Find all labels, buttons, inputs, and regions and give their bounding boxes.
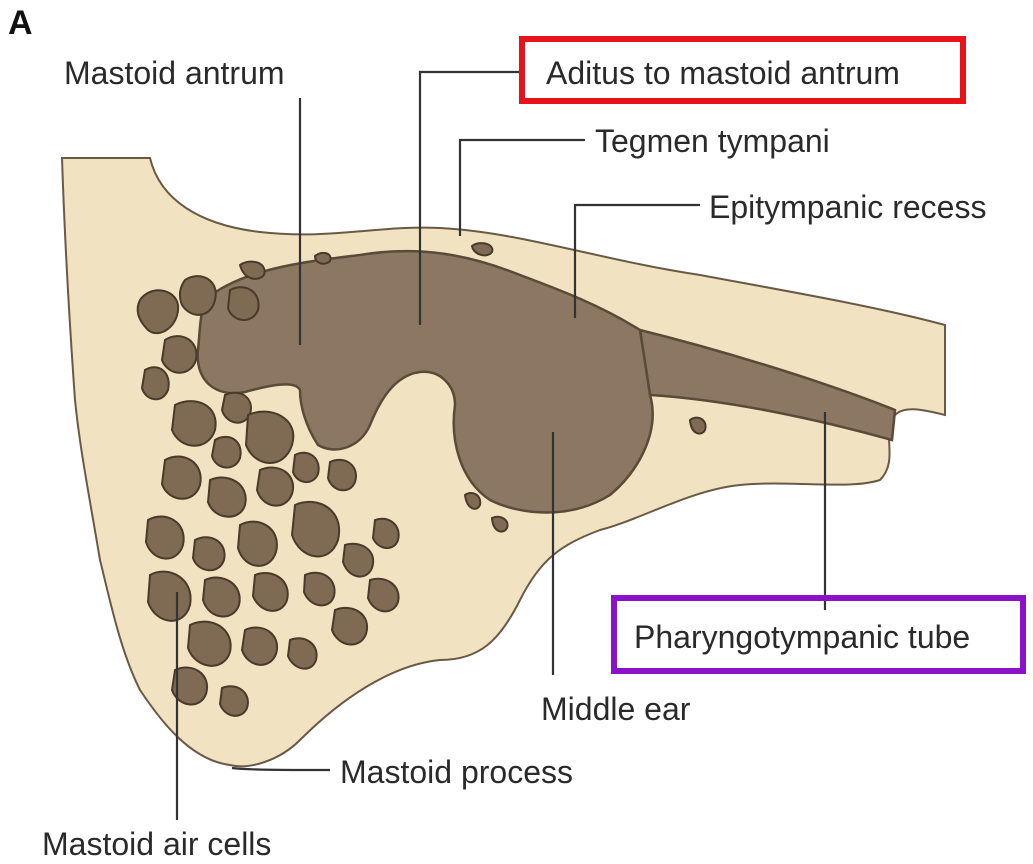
mastoid-air-cell xyxy=(172,401,216,446)
mastoid-air-cell xyxy=(373,519,399,548)
mastoid-air-cell xyxy=(162,336,197,373)
mastoid-air-cell xyxy=(242,627,277,664)
label-aditus-to-mastoid-antrum: Aditus to mastoid antrum xyxy=(546,55,900,91)
mastoid-air-cell xyxy=(180,276,216,315)
mastoid-air-cell xyxy=(193,537,225,570)
mastoid-air-cell xyxy=(332,608,367,645)
label-pharyngotympanic-tube: Pharyngotympanic tube xyxy=(634,619,970,655)
mastoid-air-cell xyxy=(257,467,293,505)
leader-mastoid-process xyxy=(232,768,330,770)
mastoid-air-cell xyxy=(222,393,251,423)
mastoid-air-cell xyxy=(328,460,356,490)
mastoid-air-cell xyxy=(212,437,241,468)
label-mastoid-air-cells: Mastoid air cells xyxy=(42,826,271,862)
mastoid-air-cell xyxy=(220,686,248,716)
panel-letter: A xyxy=(8,4,33,42)
label-middle-ear: Middle ear xyxy=(541,691,691,727)
mastoid-air-cell xyxy=(246,412,293,463)
mastoid-air-cell xyxy=(288,638,317,668)
mastoid-air-cell xyxy=(293,453,319,482)
label-epitympanic-recess: Epitympanic recess xyxy=(709,189,986,225)
leader-tegmen xyxy=(460,140,585,236)
mastoid-air-cell xyxy=(292,502,339,557)
mastoid-air-cell xyxy=(146,516,184,558)
label-tegmen-tympani: Tegmen tympani xyxy=(595,123,830,159)
tegmen-island xyxy=(315,253,331,264)
mastoid-air-cell xyxy=(343,544,373,577)
mastoid-air-cell xyxy=(142,367,169,399)
mastoid-air-cell xyxy=(188,622,231,666)
label-mastoid-process: Mastoid process xyxy=(340,754,573,790)
mastoid-air-cell xyxy=(162,456,201,498)
label-mastoid-antrum: Mastoid antrum xyxy=(64,55,285,91)
mastoid-air-cell xyxy=(304,573,335,606)
mastoid-air-cell xyxy=(238,522,277,566)
mastoid-air-cell xyxy=(228,287,259,320)
